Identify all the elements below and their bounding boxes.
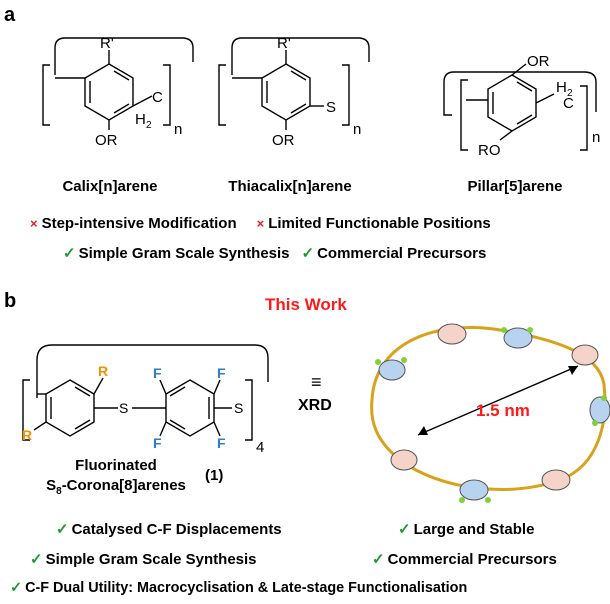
feature-right-2: ✓Commercial Precursors — [372, 551, 557, 568]
calix-index: n — [174, 121, 182, 138]
compound-name-line1: Fluorinated — [75, 457, 157, 474]
thiacalix-sub-top: R' — [277, 35, 291, 52]
xrd-label: XRD — [298, 397, 332, 414]
cons-row: ×Step-intensive Modification×Limited Fun… — [30, 215, 491, 232]
thiacalixarene-caption: Thiacalix[n]arene — [228, 178, 352, 195]
distance-label: 1.5 nm — [476, 401, 530, 420]
feature-left-1: ✓Catalysed C-F Displacements — [56, 521, 282, 538]
check-icon: ✓ — [63, 245, 76, 262]
pillararene-caption: Pillar[5]arene — [467, 178, 563, 195]
thiacalix-sub-bottom: OR — [272, 132, 295, 149]
feature-right-1: ✓Large and Stable — [398, 521, 535, 538]
pillar-bridge-h: H — [556, 79, 567, 96]
feature-left-2: ✓Simple Gram Scale Synthesis — [30, 551, 257, 568]
check-icon: ✓ — [10, 580, 23, 596]
sulfur-bridge-2: S — [234, 400, 243, 416]
calix-sub-bottom: OR — [95, 132, 118, 149]
r-substituent-bottom: R — [22, 427, 32, 443]
check-icon: ✓ — [56, 521, 69, 538]
thiacalix-bridge: S — [326, 99, 336, 116]
pros-row: ✓Simple Gram Scale Synthesis✓Commercial … — [63, 244, 486, 262]
pro-item: Simple Gram Scale Synthesis — [78, 245, 290, 262]
panel-a-label: a — [4, 4, 16, 26]
fluorine-3: F — [153, 435, 162, 451]
check-icon: ✓ — [30, 551, 43, 568]
check-icon: ✓ — [372, 551, 385, 568]
fluorine-4: F — [217, 435, 226, 451]
pillar-sub-top: OR — [527, 53, 550, 70]
cross-icon: × — [256, 216, 265, 231]
repeat-index: 4 — [256, 439, 264, 456]
this-work-heading: This Work — [265, 295, 347, 314]
cross-icon: × — [30, 216, 38, 231]
distance-arrow — [417, 365, 579, 436]
dual-utility-line: ✓C-F Dual Utility: Macrocyclisation & La… — [10, 580, 468, 596]
fluorine-1: F — [153, 365, 162, 381]
r-substituent-top: R — [98, 363, 108, 379]
calix-bridge-h-sub: 2 — [146, 120, 152, 131]
con-item: Limited Functionable Positions — [268, 215, 491, 232]
calix-bridge: C — [152, 89, 163, 106]
panel-b-structures: R R S S F F F F 4 ≡ XRD 1.5 nm — [22, 323, 610, 503]
pillar-sub-bottom: RO — [478, 142, 501, 159]
fluorine-2: F — [217, 365, 226, 381]
thiacalix-index: n — [353, 121, 361, 138]
pro-item: Commercial Precursors — [317, 245, 487, 262]
compound-number: (1) — [205, 467, 224, 484]
calixarene-caption: Calix[n]arene — [62, 178, 158, 195]
equivalence-symbol: ≡ — [311, 372, 322, 392]
panel-b-label: b — [4, 290, 17, 312]
check-icon: ✓ — [398, 521, 411, 538]
calix-bridge-h: H — [135, 111, 146, 128]
pillar-bridge: C — [563, 95, 574, 112]
sulfur-bridge-1: S — [119, 400, 128, 416]
pillar-bridge-h-sub: 2 — [567, 88, 573, 99]
pillar-index: n — [592, 129, 600, 146]
compound-name-line2: S8-Corona[8]arenes — [46, 477, 186, 497]
check-icon: ✓ — [301, 245, 315, 262]
calix-sub-top: R' — [100, 35, 114, 52]
con-item: Step-intensive Modification — [41, 215, 237, 232]
panel-a-structures: R' OR C H 2 n R' OR S n OR RO H 2 C n — [42, 35, 600, 159]
